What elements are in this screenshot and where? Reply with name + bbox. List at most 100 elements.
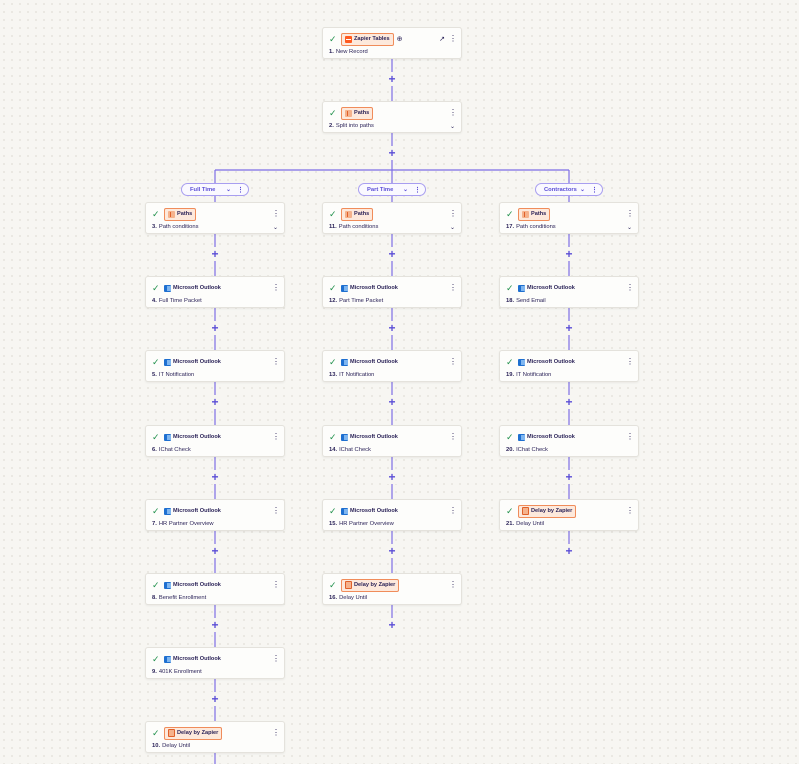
step-card[interactable]: ✓Microsoft Outlook⋮15.HR Partner Overvie…: [322, 499, 462, 531]
add-step-button[interactable]: +: [208, 247, 222, 261]
add-step-button[interactable]: +: [208, 321, 222, 335]
add-step-button[interactable]: +: [385, 395, 399, 409]
more-menu-icon[interactable]: ⋮: [449, 34, 457, 43]
more-menu-icon[interactable]: ⋮: [626, 432, 634, 441]
step-title: Path conditions: [516, 224, 556, 230]
more-menu-icon[interactable]: ⋮: [449, 209, 457, 218]
check-icon: ✓: [152, 728, 160, 738]
step-number: 16.: [329, 595, 338, 601]
step-number: 19.: [506, 372, 515, 378]
add-step-button[interactable]: +: [562, 544, 576, 558]
more-menu-icon[interactable]: ⋮: [272, 432, 280, 441]
step-number: 1.: [329, 49, 334, 55]
more-menu-icon[interactable]: ⋮: [272, 506, 280, 515]
step-trigger[interactable]: ✓ Zapier Tables ⊕ ↗ ⋮ 1. New Record: [322, 27, 462, 59]
more-menu-icon[interactable]: ⋮: [272, 283, 280, 292]
add-step-button[interactable]: +: [385, 247, 399, 261]
step-card[interactable]: ✓Microsoft Outlook⋮20.IChat Check: [499, 425, 639, 457]
more-menu-icon[interactable]: ⋮: [272, 209, 280, 218]
step-card[interactable]: ✓ Paths ⋮ 17.Path conditions ⌄: [499, 202, 639, 234]
step-card[interactable]: ✓Microsoft Outlook⋮8.Benefit Enrollment: [145, 573, 285, 605]
more-menu-icon[interactable]: ⋮: [237, 186, 244, 194]
more-menu-icon[interactable]: ⋮: [626, 283, 634, 292]
add-step-button[interactable]: +: [385, 321, 399, 335]
step-card[interactable]: ✓Microsoft Outlook⋮7.HR Partner Overview: [145, 499, 285, 531]
step-card[interactable]: ✓Microsoft Outlook⋮9.401K Enrollment: [145, 647, 285, 679]
add-step-button[interactable]: +: [385, 544, 399, 558]
add-step-button[interactable]: +: [208, 618, 222, 632]
add-step-button[interactable]: +: [385, 146, 399, 160]
more-menu-icon[interactable]: ⋮: [591, 186, 598, 194]
path-branch-pill[interactable]: Full Time⌄⋮: [181, 183, 249, 196]
add-step-button[interactable]: +: [208, 395, 222, 409]
more-menu-icon[interactable]: ⋮: [626, 357, 634, 366]
chevron-down-icon[interactable]: ⌄: [449, 224, 455, 231]
chevron-down-icon[interactable]: ⌄: [449, 123, 455, 130]
path-branch-pill[interactable]: Part Time⌄⋮: [358, 183, 426, 196]
more-menu-icon[interactable]: ⋮: [626, 209, 634, 218]
check-icon: ✓: [152, 654, 160, 664]
step-card[interactable]: ✓Microsoft Outlook⋮5.IT Notification: [145, 350, 285, 382]
add-step-button[interactable]: +: [208, 692, 222, 706]
step-card[interactable]: ✓Paths⋮3.Path conditions⌄: [145, 202, 285, 234]
more-menu-icon[interactable]: ⋮: [272, 357, 280, 366]
more-menu-icon[interactable]: ⋮: [449, 357, 457, 366]
more-menu-icon[interactable]: ⋮: [449, 108, 457, 117]
add-step-button[interactable]: +: [385, 72, 399, 86]
path-branch-label: Contractors: [544, 186, 577, 193]
step-card[interactable]: ✓Microsoft Outlook⋮18.Send Email: [499, 276, 639, 308]
add-step-button[interactable]: +: [562, 470, 576, 484]
open-external-icon[interactable]: ↗: [439, 36, 445, 43]
step-title: Path conditions: [338, 224, 379, 230]
more-menu-icon[interactable]: ⋮: [272, 654, 280, 663]
check-icon: ✓: [506, 209, 514, 219]
step-number: 20.: [506, 447, 515, 453]
app-name: Microsoft Outlook: [173, 508, 221, 514]
step-split-paths[interactable]: ✓ Paths ⋮ 2. Split into paths ⌄: [322, 101, 462, 133]
app-badge: Paths: [518, 207, 551, 221]
step-card[interactable]: ✓Delay by Zapier⋮10.Delay Until: [145, 721, 285, 753]
step-title: HR Partner Overview: [158, 521, 214, 527]
step-card[interactable]: ✓Delay by Zapier⋮21.Delay Until: [499, 499, 639, 531]
more-menu-icon[interactable]: ⋮: [449, 283, 457, 292]
more-menu-icon[interactable]: ⋮: [272, 580, 280, 589]
add-step-button[interactable]: +: [562, 321, 576, 335]
step-card[interactable]: ✓Microsoft Outlook⋮19.IT Notification: [499, 350, 639, 382]
more-menu-icon[interactable]: ⋮: [272, 728, 280, 737]
add-step-button[interactable]: +: [562, 247, 576, 261]
chevron-down-icon[interactable]: ⌄: [225, 187, 231, 193]
app-name: Paths: [177, 211, 193, 217]
step-card[interactable]: ✓Microsoft Outlook⋮14.IChat Check: [322, 425, 462, 457]
chevron-down-icon[interactable]: ⌄: [579, 187, 585, 193]
app-badge: Paths: [341, 106, 374, 120]
add-step-button[interactable]: +: [562, 395, 576, 409]
chevron-down-icon[interactable]: ⌄: [402, 187, 408, 193]
chevron-down-icon[interactable]: ⌄: [272, 224, 278, 231]
step-title: Full Time Packet: [158, 298, 202, 304]
step-number: 21.: [506, 521, 515, 527]
more-menu-icon[interactable]: ⋮: [626, 506, 634, 515]
add-step-button[interactable]: +: [385, 618, 399, 632]
step-card[interactable]: ✓Microsoft Outlook⋮13.IT Notification: [322, 350, 462, 382]
step-number: 4.: [152, 298, 157, 304]
more-menu-icon[interactable]: ⋮: [449, 432, 457, 441]
step-card[interactable]: ✓Paths⋮11.Path conditions⌄: [322, 202, 462, 234]
add-step-button[interactable]: +: [385, 470, 399, 484]
more-menu-icon[interactable]: ⋮: [414, 186, 421, 194]
chevron-down-icon[interactable]: ⌄: [626, 224, 632, 231]
app-name: Microsoft Outlook: [173, 582, 221, 588]
app-badge: Microsoft Outlook: [341, 284, 398, 292]
step-card[interactable]: ✓Delay by Zapier⋮16.Delay Until: [322, 573, 462, 605]
add-step-button[interactable]: +: [208, 470, 222, 484]
more-menu-icon[interactable]: ⋮: [449, 506, 457, 515]
step-title: Delay Until: [162, 743, 191, 749]
step-card[interactable]: ✓Microsoft Outlook⋮12.Part Time Packet: [322, 276, 462, 308]
step-card[interactable]: ✓Microsoft Outlook⋮6.IChat Check: [145, 425, 285, 457]
more-menu-icon[interactable]: ⋮: [449, 580, 457, 589]
app-name: Delay by Zapier: [177, 730, 219, 736]
step-card[interactable]: ✓Microsoft Outlook⋮4.Full Time Packet: [145, 276, 285, 308]
path-branch-pill[interactable]: Contractors⌄ ⋮: [535, 183, 603, 196]
step-number: 17.: [506, 224, 515, 230]
check-icon: ✓: [506, 506, 514, 516]
add-step-button[interactable]: +: [208, 544, 222, 558]
